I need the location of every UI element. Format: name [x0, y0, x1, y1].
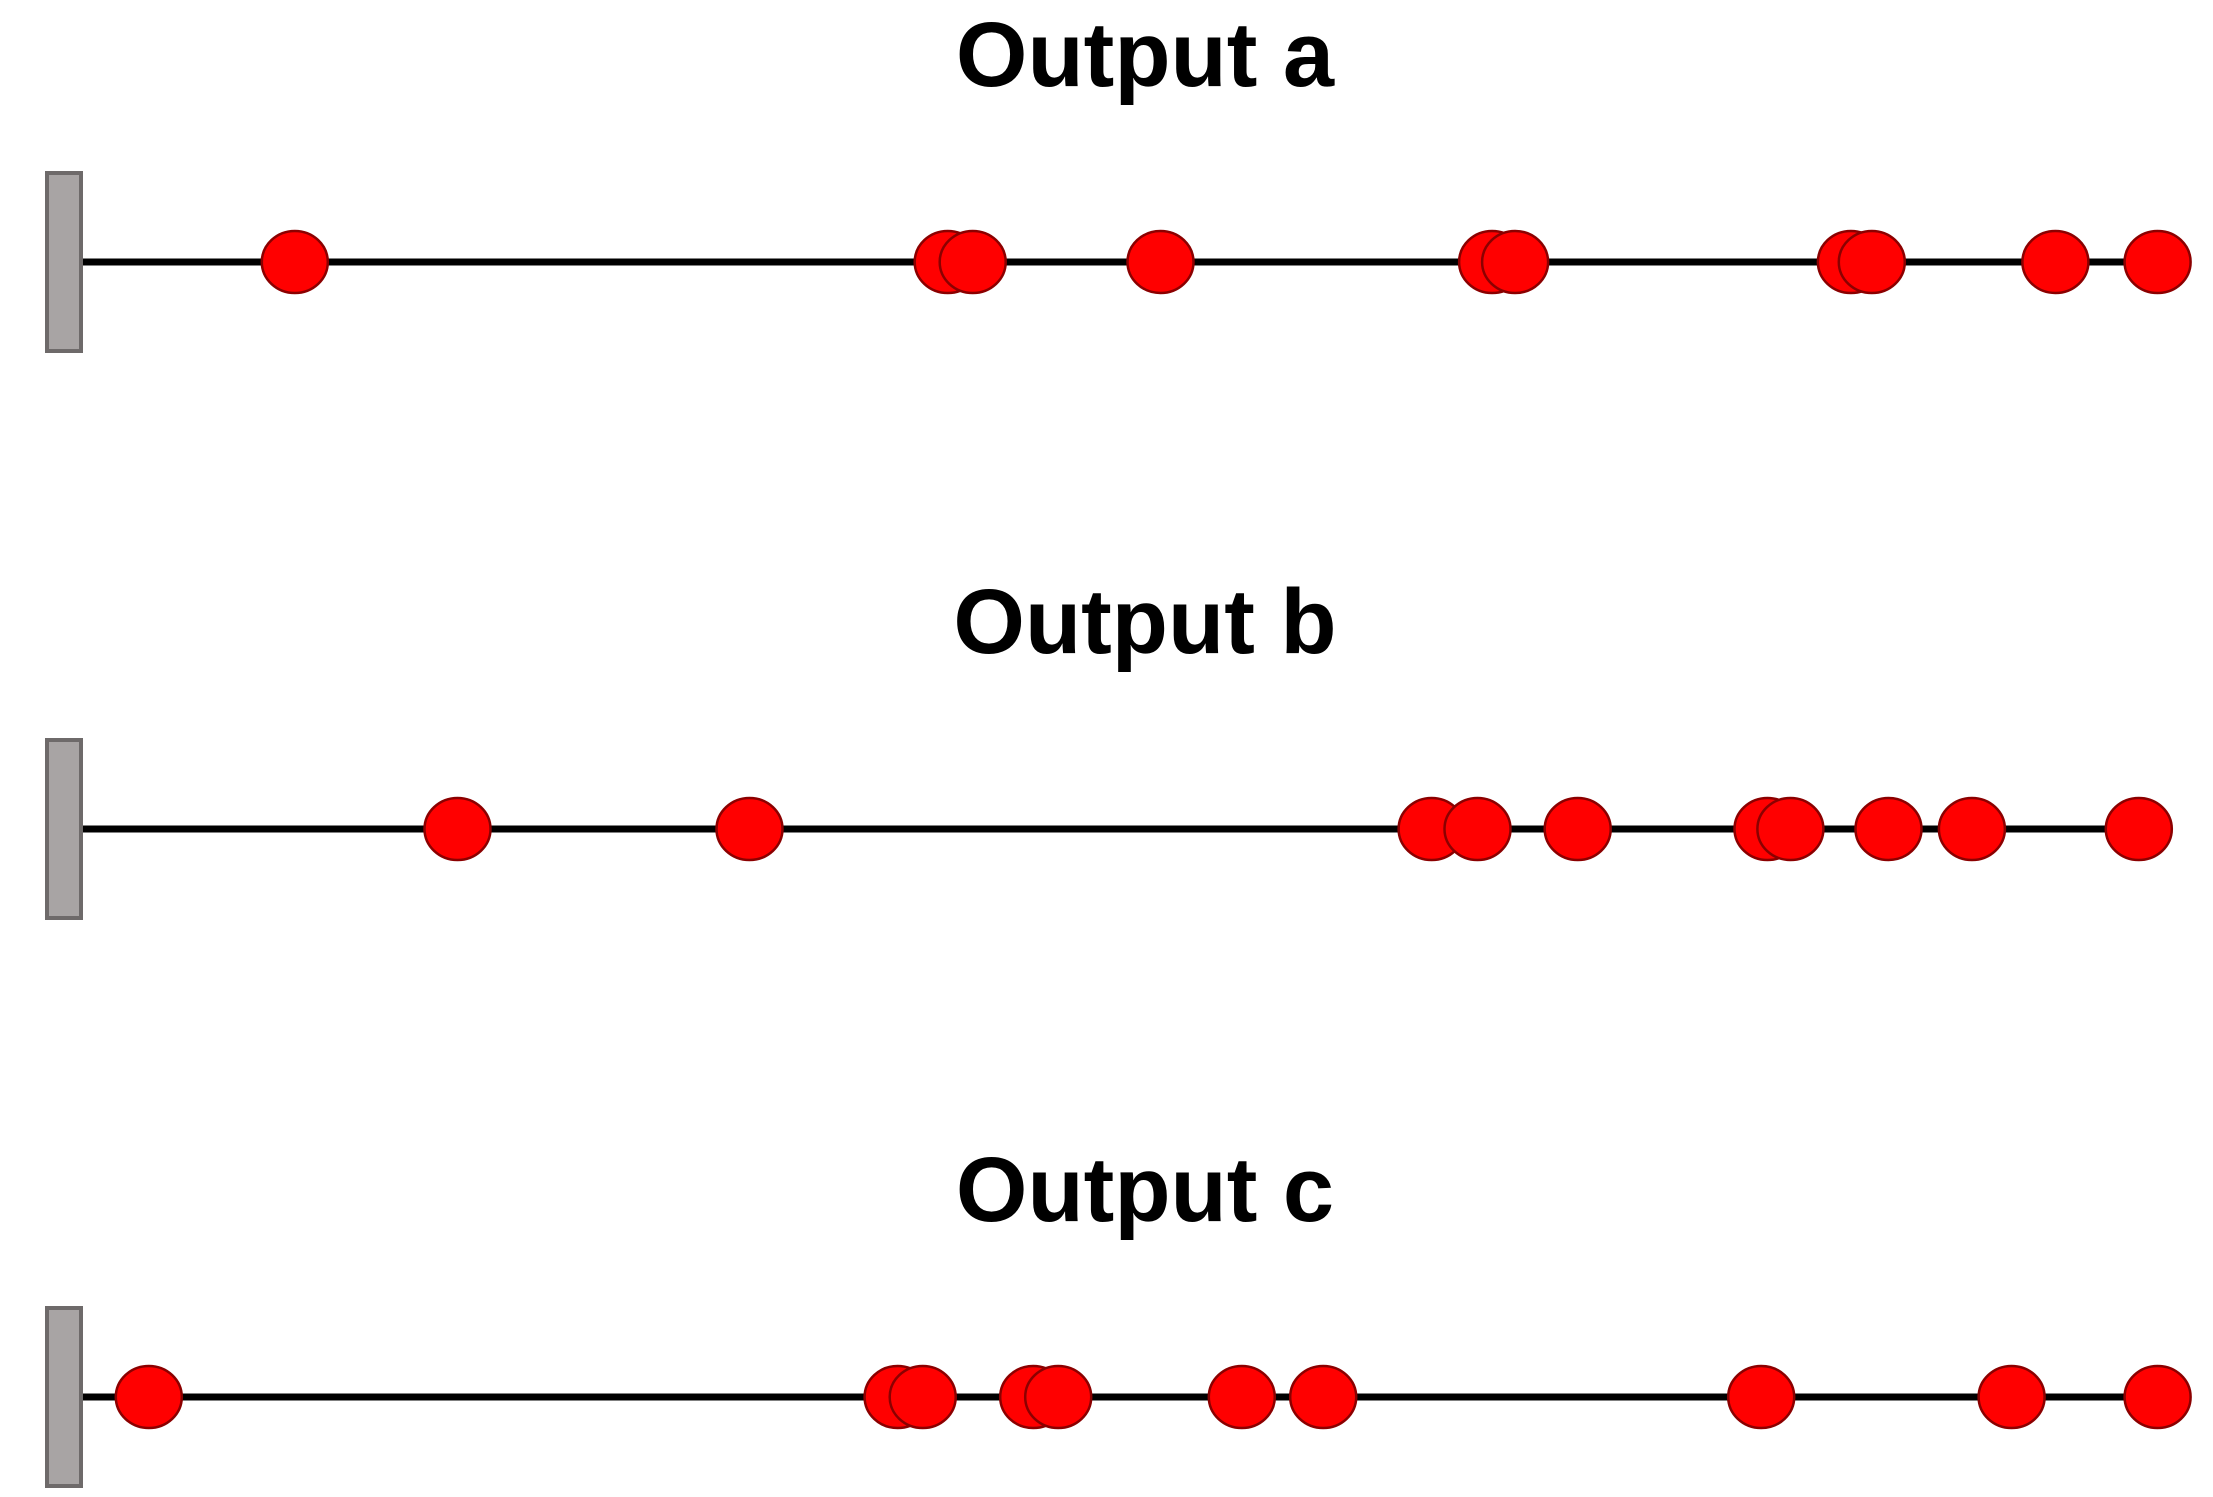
bead	[1207, 1364, 1277, 1430]
bead	[114, 1364, 184, 1430]
bead	[1937, 796, 2007, 862]
anchor-block	[45, 1306, 83, 1488]
panel-title: Output b	[953, 571, 1337, 673]
bead	[423, 796, 492, 862]
bead	[1443, 796, 1512, 862]
bead	[2021, 229, 2090, 295]
bead	[1837, 229, 1907, 295]
bead	[888, 1364, 957, 1430]
anchor-block	[45, 738, 83, 920]
panel-title: Output a	[955, 4, 1335, 106]
bead	[1126, 229, 1195, 295]
bead	[260, 229, 330, 295]
bead	[2123, 1364, 2192, 1430]
bead	[2104, 796, 2174, 862]
bead	[938, 229, 1007, 295]
bead	[1756, 796, 1825, 862]
bead	[1288, 1364, 1358, 1430]
bead	[1480, 229, 1550, 295]
bead	[1854, 796, 1923, 862]
bead	[1977, 1364, 2046, 1430]
bead	[715, 796, 784, 862]
bead	[1543, 796, 1612, 862]
bead	[1023, 1364, 1093, 1430]
bead	[2123, 229, 2192, 295]
panel-title: Output c	[955, 1139, 1335, 1241]
anchor-block	[45, 171, 83, 353]
bead	[1726, 1364, 1796, 1430]
